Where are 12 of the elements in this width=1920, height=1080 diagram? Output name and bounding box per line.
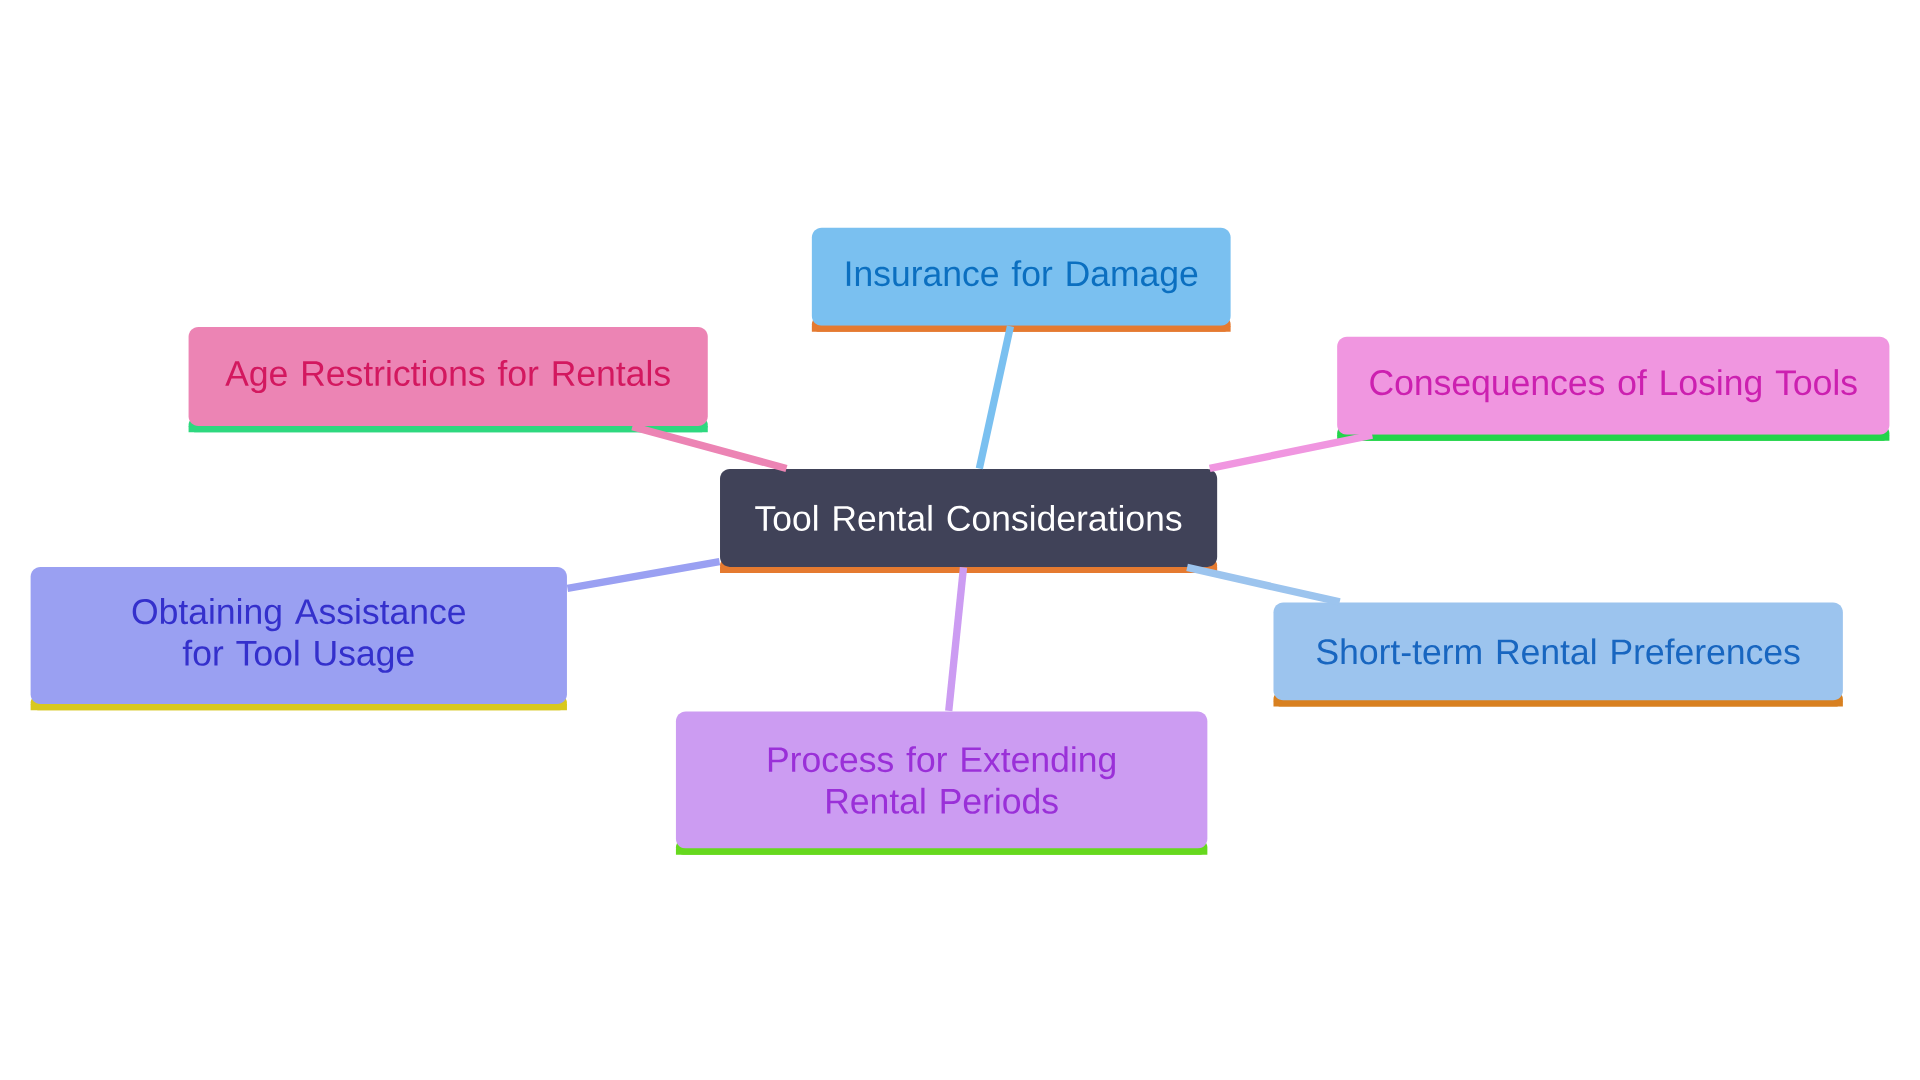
connector-line	[1186, 563, 1341, 606]
connector-line	[631, 423, 788, 472]
subtopic-box: Process for Extending Rental Periods	[675, 711, 1208, 855]
connector-line	[975, 325, 1015, 470]
subtopic-box: Age Restrictions for Rentals	[188, 326, 708, 433]
subtopic-box: Insurance for Damage	[811, 227, 1231, 332]
connector-line	[1208, 431, 1373, 473]
topic-box: Tool Rental Considerations	[720, 468, 1218, 574]
subtopic-box: Obtaining Assistance for Tool Usage	[30, 566, 567, 711]
connector-line	[566, 558, 721, 593]
subtopic-box: Short-term Rental Preferences	[1273, 602, 1843, 707]
subtopic-box: Consequences of Losing Tools	[1337, 336, 1890, 441]
